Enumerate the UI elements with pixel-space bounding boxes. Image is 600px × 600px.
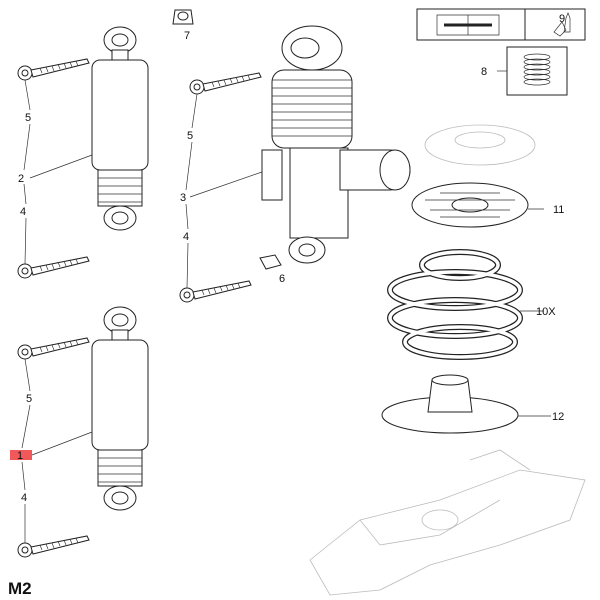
callout-3[interactable]: 3 — [180, 192, 186, 204]
sleeve-icon — [523, 53, 551, 86]
subframe-outline — [309, 449, 586, 596]
callout-4-mid[interactable]: 4 — [183, 231, 189, 243]
selected-callout-highlight — [10, 450, 32, 460]
callout-2[interactable]: 2 — [18, 173, 24, 185]
bushing-part — [172, 9, 194, 25]
callout-5[interactable]: 5 — [25, 112, 31, 124]
manual-icon-box — [416, 8, 586, 41]
callout-9[interactable]: 9 — [559, 13, 565, 25]
callout-12[interactable]: 12 — [552, 411, 564, 423]
callout-10x[interactable]: 10X — [536, 306, 556, 318]
callout-5-bottom[interactable]: 5 — [26, 393, 32, 405]
lubricant-bottle-icon — [553, 12, 571, 37]
spring-seat-faint — [424, 124, 536, 166]
page-code: M2 — [8, 579, 32, 598]
shock-absorber-upper — [91, 26, 149, 231]
screw-lower-bottom — [17, 535, 90, 558]
spring-seat-part — [411, 182, 529, 228]
callout-4-bottom[interactable]: 4 — [21, 492, 27, 504]
sleeve-box — [497, 46, 568, 96]
callout-8[interactable]: 8 — [481, 66, 487, 78]
callout-5-mid[interactable]: 5 — [187, 130, 193, 142]
bump-stop-seat-part — [381, 374, 519, 434]
callout-7[interactable]: 7 — [184, 30, 190, 42]
callout-11[interactable]: 11 — [553, 204, 564, 216]
leader-lines — [21, 79, 551, 543]
screw-lower-left — [17, 256, 90, 279]
screw-lower-mid — [179, 280, 252, 303]
air-shock-absorber — [261, 25, 411, 264]
callout-1-selected[interactable]: 1 — [17, 450, 23, 462]
screw-upper-bottom — [17, 337, 90, 360]
shock-absorber-selected — [91, 306, 149, 511]
screw-upper-mid — [189, 72, 262, 95]
callout-4[interactable]: 4 — [20, 206, 26, 218]
callout-6[interactable]: 6 — [279, 273, 285, 285]
washer-part — [259, 254, 282, 270]
screw-upper-left — [17, 58, 90, 81]
